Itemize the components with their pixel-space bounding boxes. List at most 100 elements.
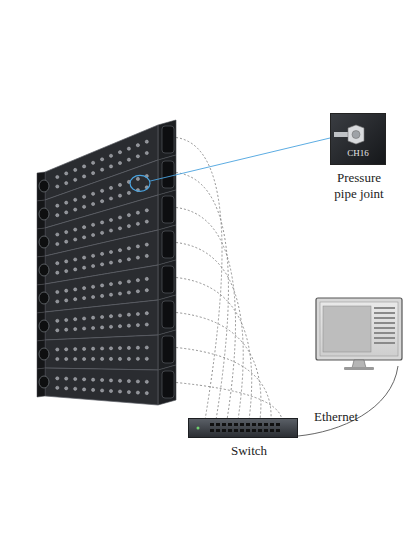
pressure-connector [83, 195, 86, 198]
pressure-connector [136, 222, 139, 225]
callout-title: Pressure pipe joint [309, 170, 409, 202]
front-knob [39, 264, 49, 276]
pressure-connector [145, 140, 148, 143]
switch-port [234, 423, 238, 426]
pressure-connector [127, 158, 130, 161]
front-knob [39, 208, 49, 220]
pressure-connector [83, 287, 86, 290]
switch-port [240, 423, 244, 426]
switch-port [222, 423, 226, 426]
pressure-connector [109, 165, 112, 168]
pressure-connector [65, 348, 68, 351]
pressure-connector [127, 225, 130, 228]
pressure-connector [127, 313, 130, 316]
switch-port [210, 423, 214, 426]
pressure-connector [74, 377, 77, 380]
rack-handle [162, 231, 174, 258]
switch-port [222, 429, 226, 432]
pressure-connector [65, 357, 68, 360]
pressure-connector [145, 277, 148, 280]
pressure-connector [109, 250, 112, 253]
pressure-connector [65, 172, 68, 175]
pressure-connector [101, 263, 104, 266]
pressure-connector [92, 233, 95, 236]
switch-port [264, 429, 268, 432]
pressure-connector [101, 200, 104, 203]
pressure-connector [56, 204, 59, 207]
pressure-connector [118, 161, 121, 164]
pressure-connector [74, 268, 77, 271]
leader-line [149, 138, 330, 181]
pressure-connector [74, 348, 77, 351]
pressure-connector [118, 227, 121, 230]
pressure-connector [56, 242, 59, 245]
chassis-side [158, 190, 176, 230]
pressure-connector [127, 291, 130, 294]
switch-port [258, 423, 262, 426]
rack-handle [162, 371, 174, 398]
pressure-connector [56, 377, 59, 380]
pressure-connector [74, 328, 77, 331]
callout-leader [130, 138, 330, 191]
pressure-connector [136, 211, 139, 214]
chassis-side [158, 365, 176, 405]
dashed-cable [176, 278, 252, 421]
pressure-connector [145, 346, 148, 349]
pressure-connector [101, 389, 104, 392]
nut-bore [352, 131, 360, 139]
pressure-connector [92, 172, 95, 175]
switch-port [210, 429, 214, 432]
pressure-connector [109, 315, 112, 318]
pressure-connector [56, 348, 59, 351]
pressure-connector [92, 295, 95, 298]
switch-ports [188, 418, 298, 438]
chassis-side [158, 295, 176, 335]
pressure-connector [127, 346, 130, 349]
pressure-connector [127, 391, 130, 394]
dashed-cable [176, 313, 261, 421]
pressure-connector [118, 292, 121, 295]
switch-port [228, 423, 232, 426]
pressure-connector [56, 290, 59, 293]
pressure-connector [136, 324, 139, 327]
pressure-connector [65, 260, 68, 263]
switch-port [234, 429, 238, 432]
pressure-connector [83, 175, 86, 178]
pressure-connector [145, 323, 148, 326]
pressure-connector [127, 147, 130, 150]
pressure-connector [74, 357, 77, 360]
pressure-connector [118, 183, 121, 186]
pressure-connector [118, 379, 121, 382]
pressure-connector [101, 158, 104, 161]
pressure-connector [127, 191, 130, 194]
switch-port [228, 429, 232, 432]
pressure-connector [56, 185, 59, 188]
front-knob [39, 180, 49, 192]
pressure-connector [83, 347, 86, 350]
pressure-connector [136, 245, 139, 248]
pressure-connector [56, 175, 59, 178]
pressure-connector [65, 270, 68, 273]
switch-port [246, 429, 250, 432]
pressure-connector [109, 261, 112, 264]
pressure-connector [74, 198, 77, 201]
switch-label: Switch [219, 443, 279, 459]
switch-port [216, 423, 220, 426]
pressure-connector [109, 325, 112, 328]
pressure-connector [56, 300, 59, 303]
pressure-connector [127, 324, 130, 327]
pressure-connector [65, 328, 68, 331]
pressure-connector [109, 154, 112, 157]
pressure-connector [74, 318, 77, 321]
pressure-connector [101, 189, 104, 192]
pressure-connector [92, 357, 95, 360]
dashed-cables [176, 138, 282, 421]
switch-port [240, 429, 244, 432]
switch-port [258, 429, 262, 432]
pressure-connector [136, 177, 139, 180]
pressure-connector [74, 387, 77, 390]
pressure-connector [101, 231, 104, 234]
pressure-connector [145, 357, 148, 360]
pressure-connector [56, 386, 59, 389]
